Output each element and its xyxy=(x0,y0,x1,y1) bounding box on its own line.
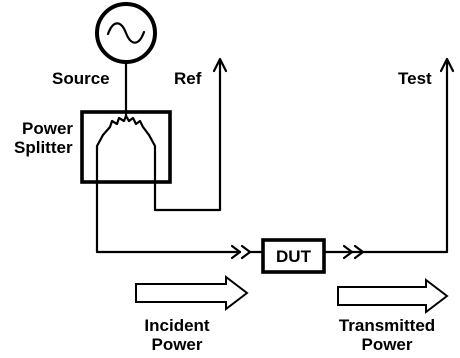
ref-arrowhead xyxy=(212,57,228,73)
transmitted-label-line1: Transmitted xyxy=(339,316,435,335)
dut-label: DUT xyxy=(276,247,312,266)
transmitted-label-line2: Power xyxy=(361,335,412,354)
right-resistor xyxy=(124,114,151,137)
incident-label-line1: Incident xyxy=(144,316,210,335)
test-return-path xyxy=(361,58,449,254)
dut-input-connector-back xyxy=(240,244,252,260)
test-label: Test xyxy=(398,69,432,88)
signal-source xyxy=(95,2,157,64)
power-splitter-box xyxy=(80,110,172,184)
test-path-to-dut xyxy=(95,180,242,254)
incident-label-line2: Power xyxy=(151,335,202,354)
splitter-left-leg xyxy=(95,133,105,184)
test-arrowhead xyxy=(439,57,455,73)
dut-box xyxy=(261,238,326,274)
dut-output-connector xyxy=(342,244,354,260)
left-resistor xyxy=(101,114,128,137)
splitter-label-line2: Splitter xyxy=(14,138,73,157)
dut-input-connector xyxy=(230,244,242,260)
incident-power-arrow xyxy=(135,274,249,312)
splitter-right-leg xyxy=(147,133,157,184)
source-label: Source xyxy=(52,69,110,88)
splitter-label-line1: Power xyxy=(22,119,73,138)
resistive-splitter-icon xyxy=(95,110,157,184)
reference-path xyxy=(153,58,222,212)
transmitted-power-arrow xyxy=(337,277,449,315)
sine-wave-icon xyxy=(106,22,146,44)
ref-label: Ref xyxy=(174,69,202,88)
